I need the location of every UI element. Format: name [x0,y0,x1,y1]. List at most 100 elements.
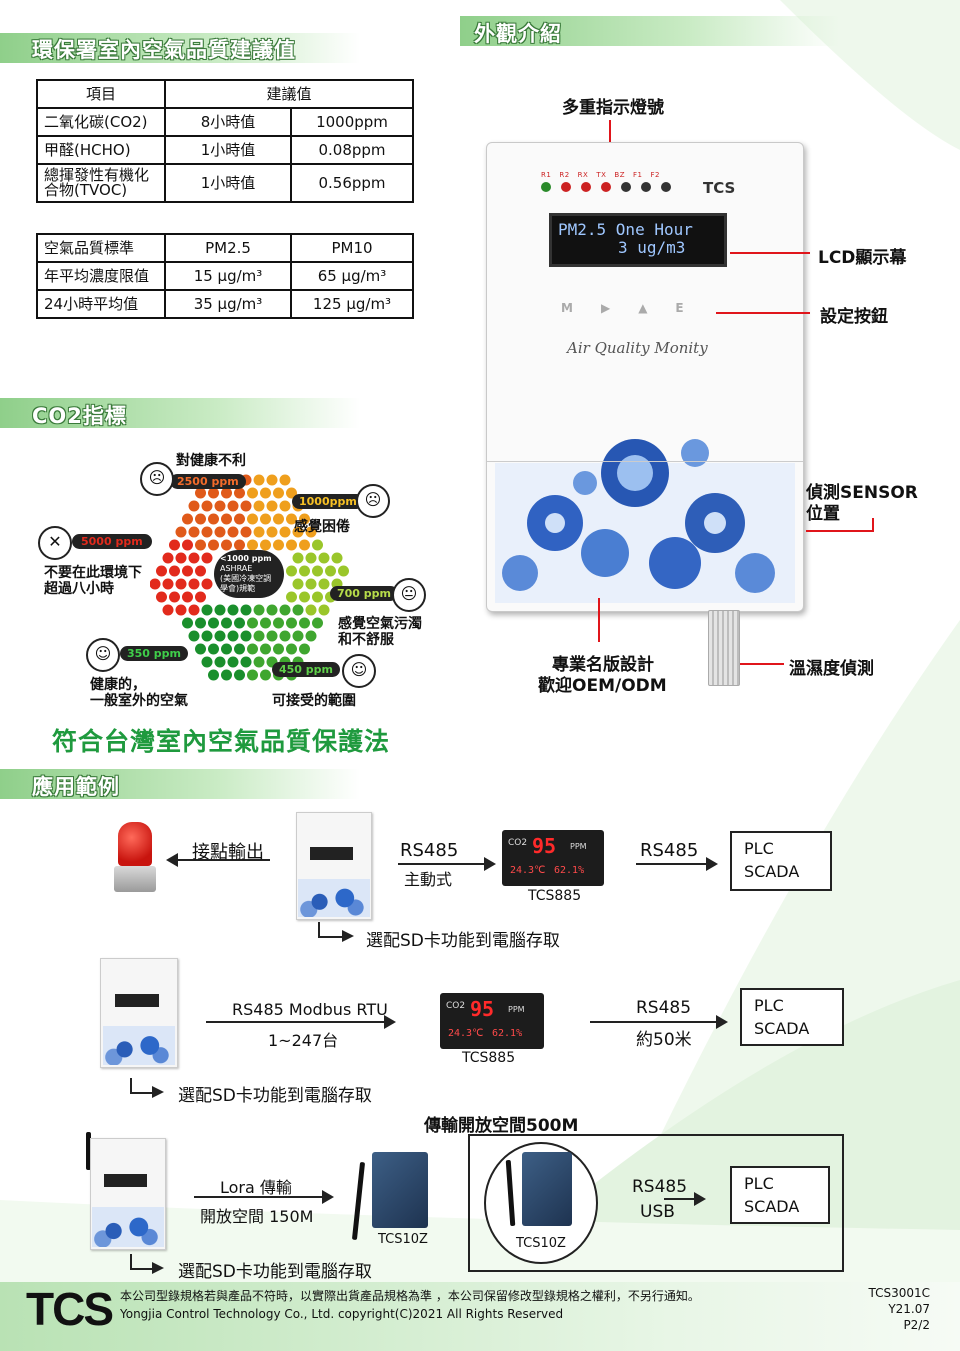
device-lcd: PM2.5 One Hour 3 ug/m3 [549,213,727,267]
table-cell: 125 μg/m³ [290,289,414,319]
co2-dot [253,604,265,616]
scada-label: SCADA [744,1197,800,1216]
panel-temp: 24.3℃ [510,865,546,876]
co2-dot [299,617,310,629]
co2-dot [188,552,200,564]
co2-dot [234,669,245,681]
table-header: PM2.5 [164,233,292,263]
co2-dot [286,643,297,655]
co2-dot [162,578,174,590]
co2-dot [247,513,258,525]
co2-dot [182,591,193,603]
usb-label: USB [640,1202,675,1222]
contact-output-label: 接點輸出 [192,842,264,863]
co2-dot [169,591,180,603]
device-count-label: 1~247台 [268,1031,339,1050]
co2-dot [227,500,239,512]
antenna-icon [351,1161,366,1241]
co2-dot [156,591,167,603]
up-button[interactable]: ▲ [638,301,648,315]
co2-dot [240,500,252,512]
gateway-tcs10z [522,1152,572,1226]
device-flower-art [495,439,795,603]
co2-dot [208,539,219,551]
co2-dot [240,526,252,538]
plc-scada-box: PLC SCADA [740,988,844,1046]
panel-temp: 24.3℃ [448,1028,484,1039]
callout-sensor-arrow [806,530,874,532]
co2-dot [182,617,193,629]
panel-co2-label: CO2 [446,1001,466,1011]
co2-dot [292,552,304,564]
co2-dot [279,604,291,616]
scada-label: SCADA [754,1019,810,1038]
co2-dot [312,565,323,577]
co2-dot [221,643,232,655]
co2-dot [299,565,310,577]
co2-dot [208,669,219,681]
led-label: R2 [559,171,570,179]
table-cell: 1小時值 [164,163,292,203]
co2-label-5000-line1: 不要在此環境下 [44,565,142,581]
lora-label: Lora 傳輸 [220,1178,292,1197]
rs485-label: RS485 [400,840,459,861]
co2-dot [234,643,245,655]
co2-dot [214,630,226,642]
arrow-head-right-icon [342,930,354,942]
co2-dot [279,474,291,486]
panel-hum: 62.1% [554,865,585,876]
co2-dot [299,643,310,655]
co2-dot [325,565,336,577]
distance-label: 約50米 [636,1030,692,1050]
co2-label-350-line1: 健康的， [90,677,146,693]
temp-probe [708,610,740,686]
co2-dot [305,578,317,590]
table-cell: 二氧化碳(CO2) [36,107,166,137]
co2-label-700-line1: 感覺空氣污濁 [338,616,422,632]
mini-device-3 [90,1138,166,1250]
face-neutral-icon: 😐 [392,578,426,612]
co2-voc-table: 項目 建議值 二氧化碳(CO2) 8小時值 1000ppm 甲醛(HCHO) 1… [36,79,414,203]
footer-company: Yongjia Control Technology Co., Ltd. cop… [120,1307,564,1321]
compliance-title: 符合台灣室內空氣品質保護法 [52,727,391,756]
panel-hum: 62.1% [492,1028,523,1039]
co2-dot [253,500,265,512]
sd-bracket [130,1254,154,1270]
co2-dot [201,552,213,564]
co2-dot [247,487,258,499]
arrow-line [206,1021,384,1023]
enter-button[interactable]: E [675,301,684,315]
mode-button[interactable]: M [561,301,573,315]
footer-page: P2/2 [903,1318,930,1332]
co2-dot [273,487,284,499]
co2-dot [247,539,258,551]
co2-dot [214,604,226,616]
co2-dot [234,487,245,499]
callout-sensor-line1: 偵測SENSOR [806,483,918,503]
co2-dot [162,552,174,564]
co2-dot [253,474,265,486]
center-text: ASHRAE [220,564,253,573]
table-cell: 35 μg/m³ [164,289,292,319]
co2-label-1000-text: 感覺困倦 [294,519,350,535]
co2-dot [247,643,258,655]
co2-label-450-text: 可接受的範圍 [272,693,356,709]
co2-dot [169,565,180,577]
table-cell: 甲醛(HCHO) [36,135,166,165]
co2-dot [253,526,265,538]
callout-sensor-arrow-up [872,518,874,532]
co2-dot [266,474,278,486]
ppm-badge-450: 450 ppm [272,662,341,677]
led-green-icon [541,182,551,192]
table-cell: 24小時平均值 [36,289,166,319]
right-button[interactable]: ▶ [600,301,611,315]
footer-disclaimer: 本公司型錄規格若與產品不符時，以實際出貨產品規格為準 ，本公司保留修改型錄規格之… [120,1289,700,1303]
co2-dot [312,617,323,629]
device-led-row: R1 R2 RX TX BZ F1 F2 [541,171,691,195]
sd-bracket [130,1078,154,1094]
co2-dot [221,669,232,681]
co2-dot [299,539,310,551]
co2-label-5000-line2: 超過八小時 [44,581,114,597]
co2-dot [221,513,232,525]
co2-dot [273,617,284,629]
